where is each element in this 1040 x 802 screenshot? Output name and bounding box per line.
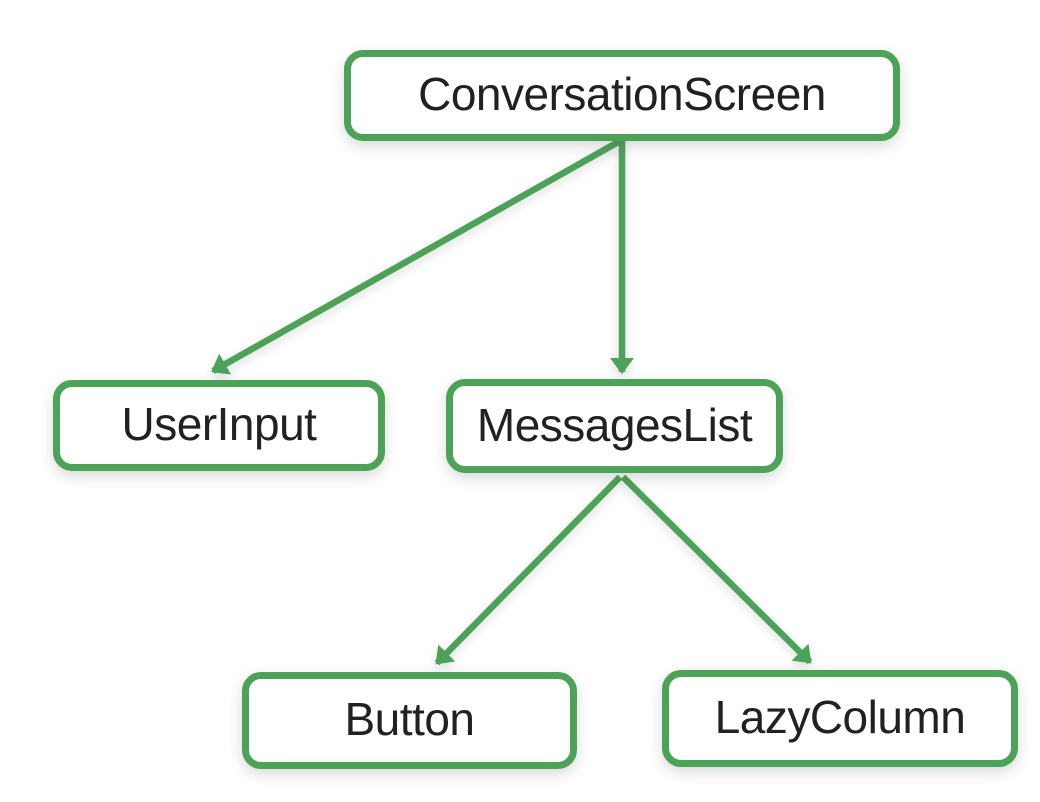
node-messages-list: MessagesList <box>446 379 783 473</box>
node-lazy-column-label: LazyColumn <box>714 691 966 743</box>
node-lazy-column: LazyColumn <box>662 670 1018 767</box>
node-button: Button <box>242 672 577 769</box>
node-button-label: Button <box>344 693 476 745</box>
node-conversation-screen-label: ConversationScreen <box>418 68 826 120</box>
node-messages-list-label: MessagesList <box>476 398 753 451</box>
node-user-input: UserInput <box>53 380 385 471</box>
edge-messageslist-to-button <box>434 474 623 666</box>
edge-conversationscreen-to-userinput <box>211 138 622 375</box>
edge-messageslist-to-lazycolumn <box>620 474 813 665</box>
node-conversation-screen: ConversationScreen <box>344 50 900 141</box>
node-user-input-label: UserInput <box>121 398 317 450</box>
